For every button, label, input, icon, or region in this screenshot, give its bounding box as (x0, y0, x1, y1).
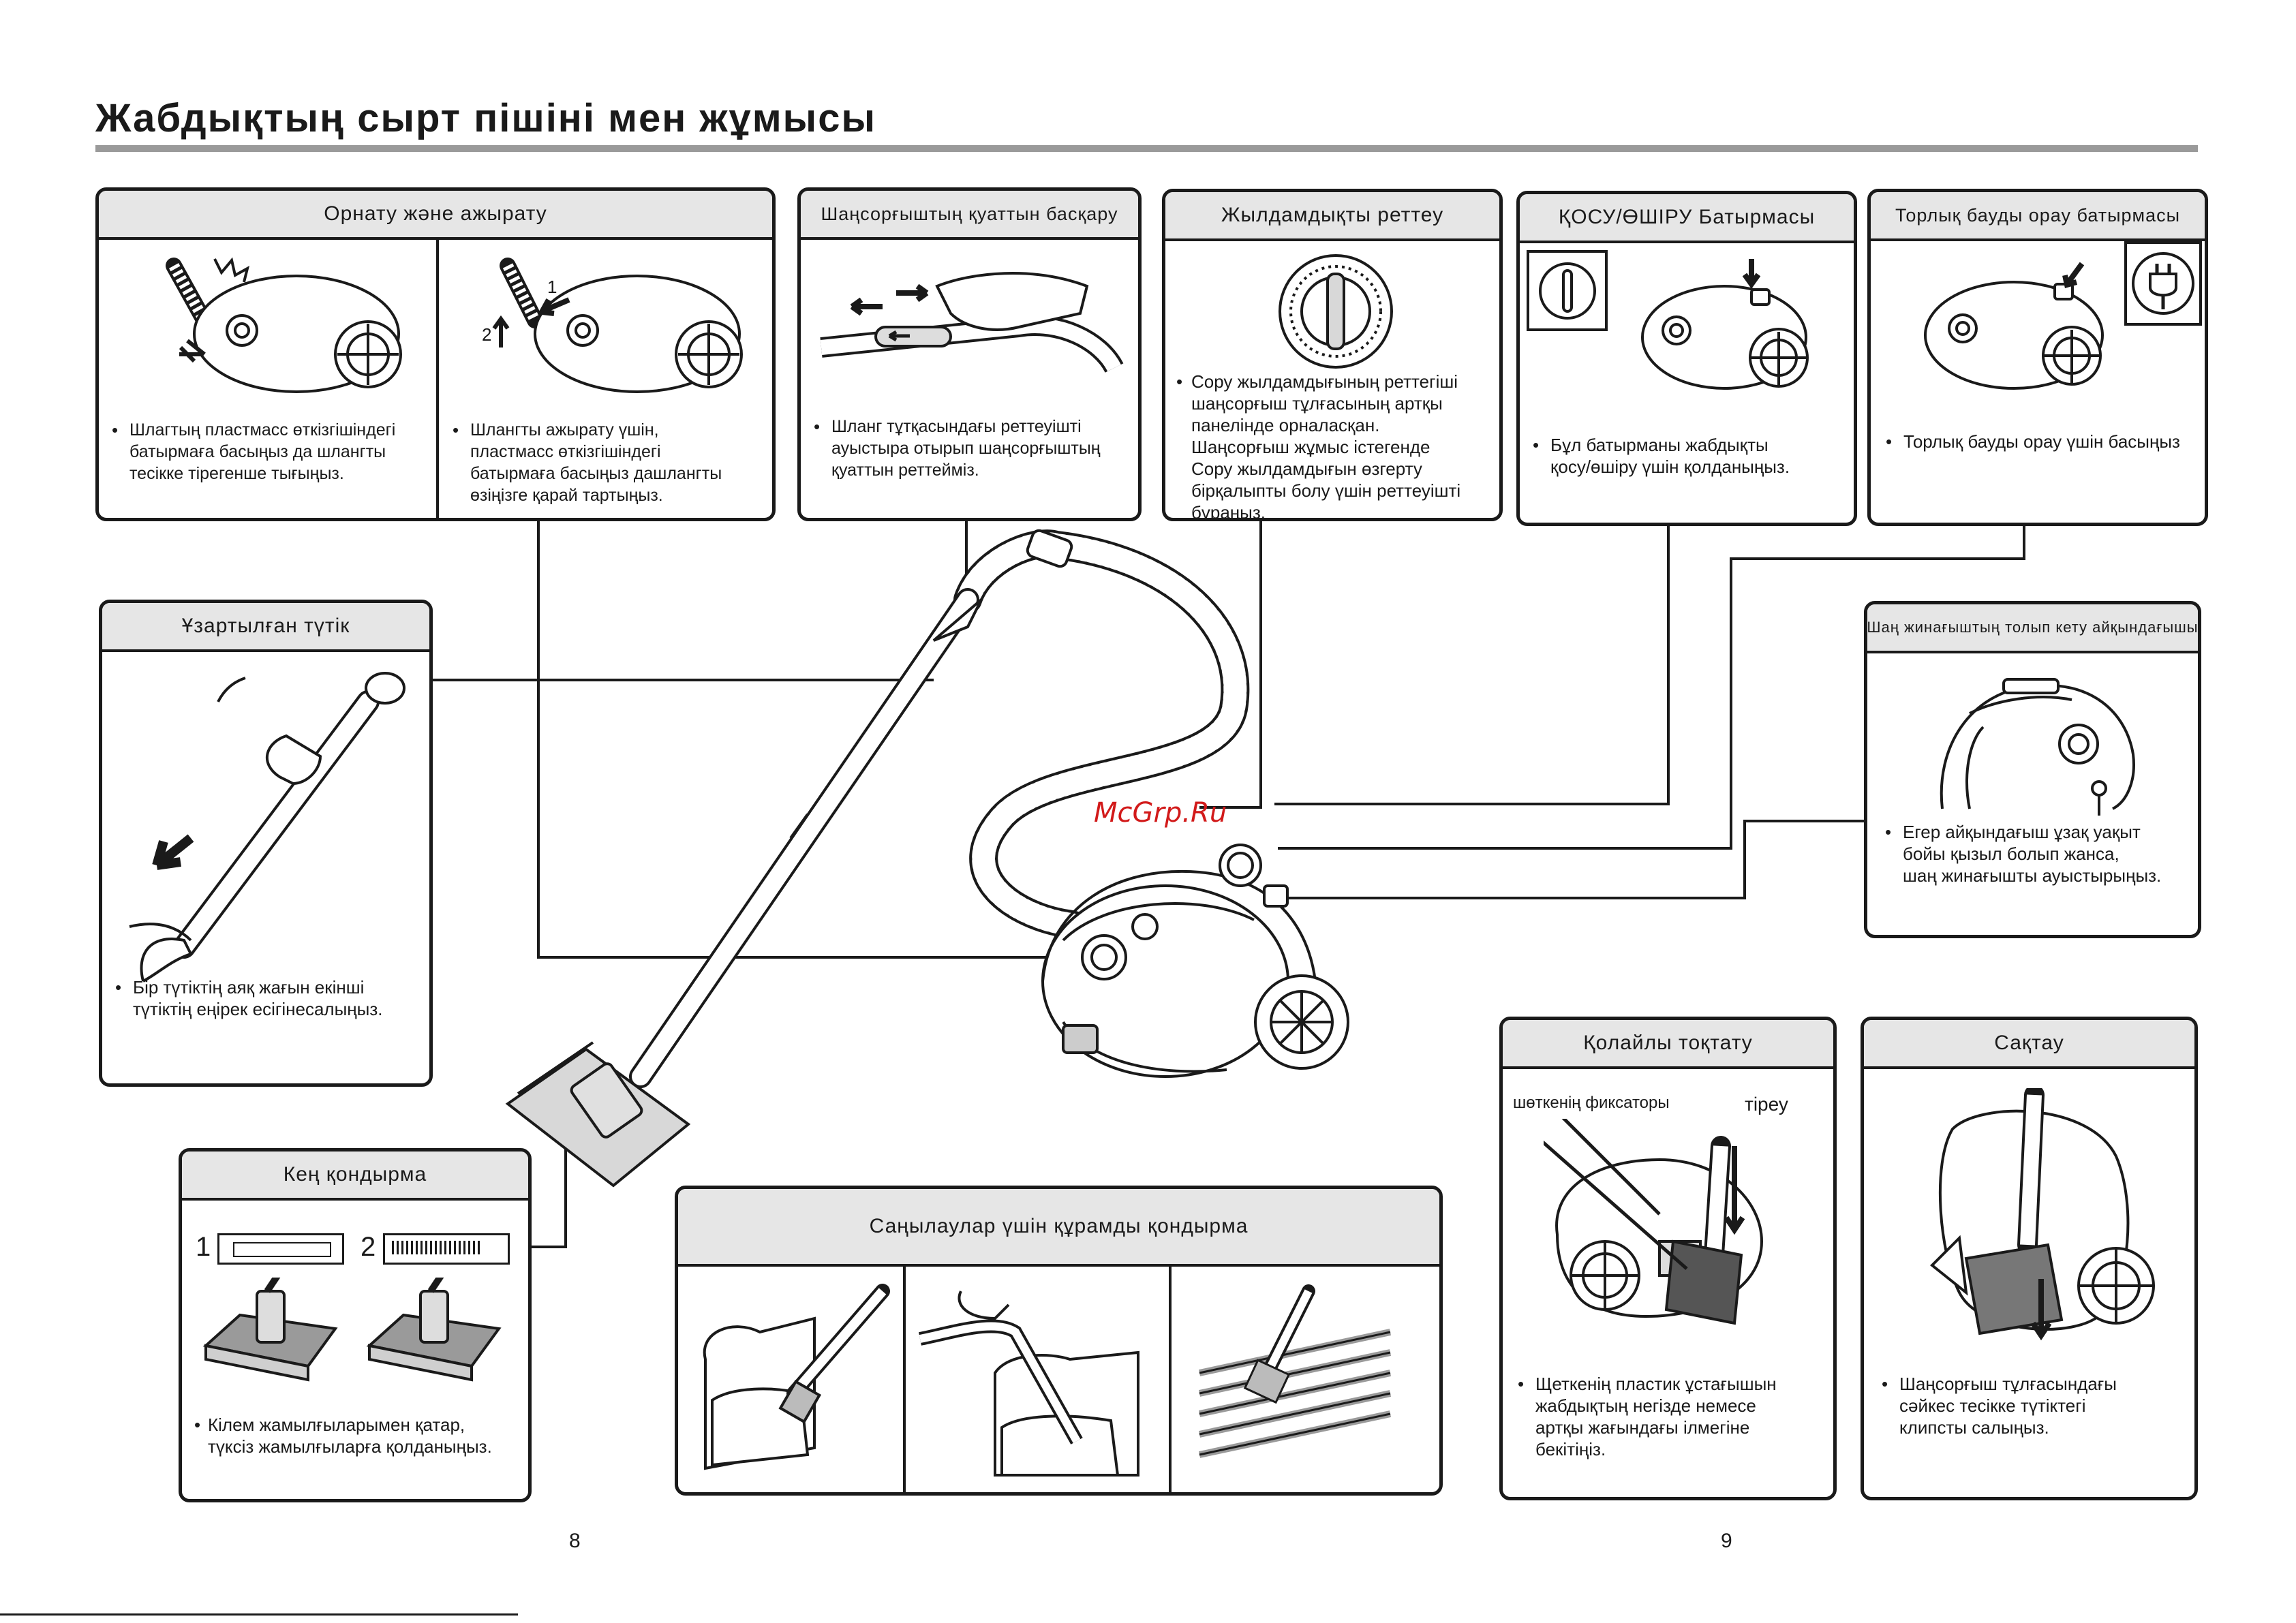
suction-control-instruction: • Шланг тұтқасындағы реттеуішті ауыстыра… (814, 416, 1101, 480)
crevice-divider-1 (903, 1264, 906, 1492)
speed-control-panel: Жылдамдықты реттеу • Сору жылдамдығының … (1162, 189, 1503, 521)
extension-tube-instruction: • Бір түтіктің аяқ жағын екінші түтіктің… (115, 977, 383, 1019)
extension-tube-panel: Ұзартылған түтік • Бір түтіктің аяқ жағы… (99, 600, 433, 1087)
cord-rewind-panel: Торлық бауды орау батырмасы • Торлық бау… (1867, 189, 2208, 526)
dust-indicator-instruction: • Егер айқындағыш ұзақ уақыт бойы қызыл … (1885, 822, 2162, 886)
hose-insert-illustration (166, 257, 402, 393)
nozzle-mode-2-icon (383, 1233, 510, 1265)
parking-panel: Қолайлы тоқтату шөткенің фиксаторы тіреу… (1499, 1017, 1837, 1500)
crevice-chair-illustration (919, 1290, 1139, 1477)
crevice-divider-2 (1169, 1264, 1172, 1492)
page-title: Жабдықтың сырт пішіні мен жұмысы (95, 96, 876, 140)
nozzle-mode-1-icon (217, 1233, 344, 1265)
dust-indicator-panel: Шаң жинағыштың толып кету айқындағышы • … (1864, 601, 2201, 938)
dust-indicator-title: Шаң жинағыштың толып кету айқындағышы (1867, 604, 2198, 653)
step-label-1: 1 (547, 277, 557, 297)
storage-title: Сақтау (1864, 1020, 2194, 1069)
title-divider (95, 145, 2198, 152)
wide-nozzle-panel: Кең қондырма 1 2 • Кілем жамылғыларымен … (179, 1148, 532, 1502)
nozzle-mode-2-label: 2 (361, 1232, 376, 1262)
cord-rewind-icon (2124, 241, 2202, 326)
wide-nozzle-instruction: • Кілем жамылғыларымен қатар, түксіз жам… (194, 1415, 492, 1457)
crevice-tool-title: Саңылаулар үшін құрамды қондырма (678, 1189, 1439, 1267)
bottom-rule (0, 1613, 518, 1616)
step-label-2: 2 (482, 324, 491, 345)
page-number-right: 9 (1721, 1530, 1732, 1552)
brush-lock-label: шөткенің фиксаторы (1513, 1094, 1670, 1112)
parking-title: Қолайлы тоқтату (1503, 1020, 1833, 1069)
nozzle-mode-1-label: 1 (196, 1232, 211, 1262)
page-number-left: 8 (569, 1530, 581, 1552)
cord-rewind-title: Торлық бауды орау батырмасы (1871, 192, 2205, 241)
power-button-vacuum-illustration (1641, 259, 1809, 390)
wide-nozzle-title: Кең қондырма (182, 1151, 528, 1201)
install-instruction-right: • Шлангты ажырату үшін, пластмасс өткізг… (453, 420, 722, 505)
storage-illustration (1930, 1088, 2155, 1341)
power-button-title: ҚОСУ/ӨШІРУ Батырмасы (1520, 194, 1854, 243)
install-instruction-left: • Шлагтың пластмасс өткізгішіндегі батыр… (112, 420, 396, 483)
install-panel-divider (436, 237, 439, 518)
install-panel: Орнату және ажырату 1 2 • Шлаг (95, 187, 776, 521)
speed-control-instruction: • Сору жылдамдығының реттегіші шаңсорғыш… (1176, 371, 1461, 521)
suction-control-panel: Шаңсорғыштың қуаттын басқару • Шланг тұт… (797, 187, 1142, 521)
power-button-icon (1527, 250, 1608, 331)
parking-illustration (1544, 1119, 1764, 1325)
dust-indicator-illustration (1940, 678, 2135, 816)
power-button-panel: ҚОСУ/ӨШІРУ Батырмасы • Бұл батырманы жаб… (1516, 191, 1857, 526)
extension-tube-title: Ұзартылған түтік (102, 603, 429, 652)
crevice-blinds-illustration (1198, 1284, 1392, 1458)
cord-rewind-vacuum-illustration (1924, 262, 2104, 390)
extension-tube-illustration (129, 672, 405, 983)
handle-slider-illustration (820, 272, 1124, 373)
storage-panel: Сақтау • Шаңсорғыш тұлғасындағы сәйкес т… (1861, 1017, 2198, 1500)
crevice-sofa-illustration (703, 1284, 890, 1470)
speed-dial-icon (1279, 254, 1393, 369)
watermark: McGrp.Ru (1094, 797, 1227, 829)
crevice-tool-panel: Саңылаулар үшін құрамды қондырма (675, 1186, 1443, 1496)
power-button-instruction: • Бұл батырманы жабдықты қосу/өшіру үшін… (1533, 435, 1790, 477)
parking-instruction: • Щеткенің пластик ұстағышын жабдықтың н… (1518, 1374, 1777, 1459)
stand-label: тіреу (1745, 1094, 1788, 1115)
wide-nozzle-illustration (202, 1278, 502, 1382)
install-panel-title: Орнату және ажырату (99, 191, 772, 240)
hose-remove-illustration: 1 2 (482, 258, 743, 393)
speed-control-title: Жылдамдықты реттеу (1165, 192, 1499, 241)
storage-instruction: • Шаңсорғыш тұлғасындағы сәйкес тесікке … (1882, 1374, 2117, 1438)
suction-control-title: Шаңсорғыштың қуаттын басқару (801, 191, 1138, 240)
cord-rewind-instruction: • Торлық бауды орау үшін басыңыз (1886, 431, 2180, 452)
